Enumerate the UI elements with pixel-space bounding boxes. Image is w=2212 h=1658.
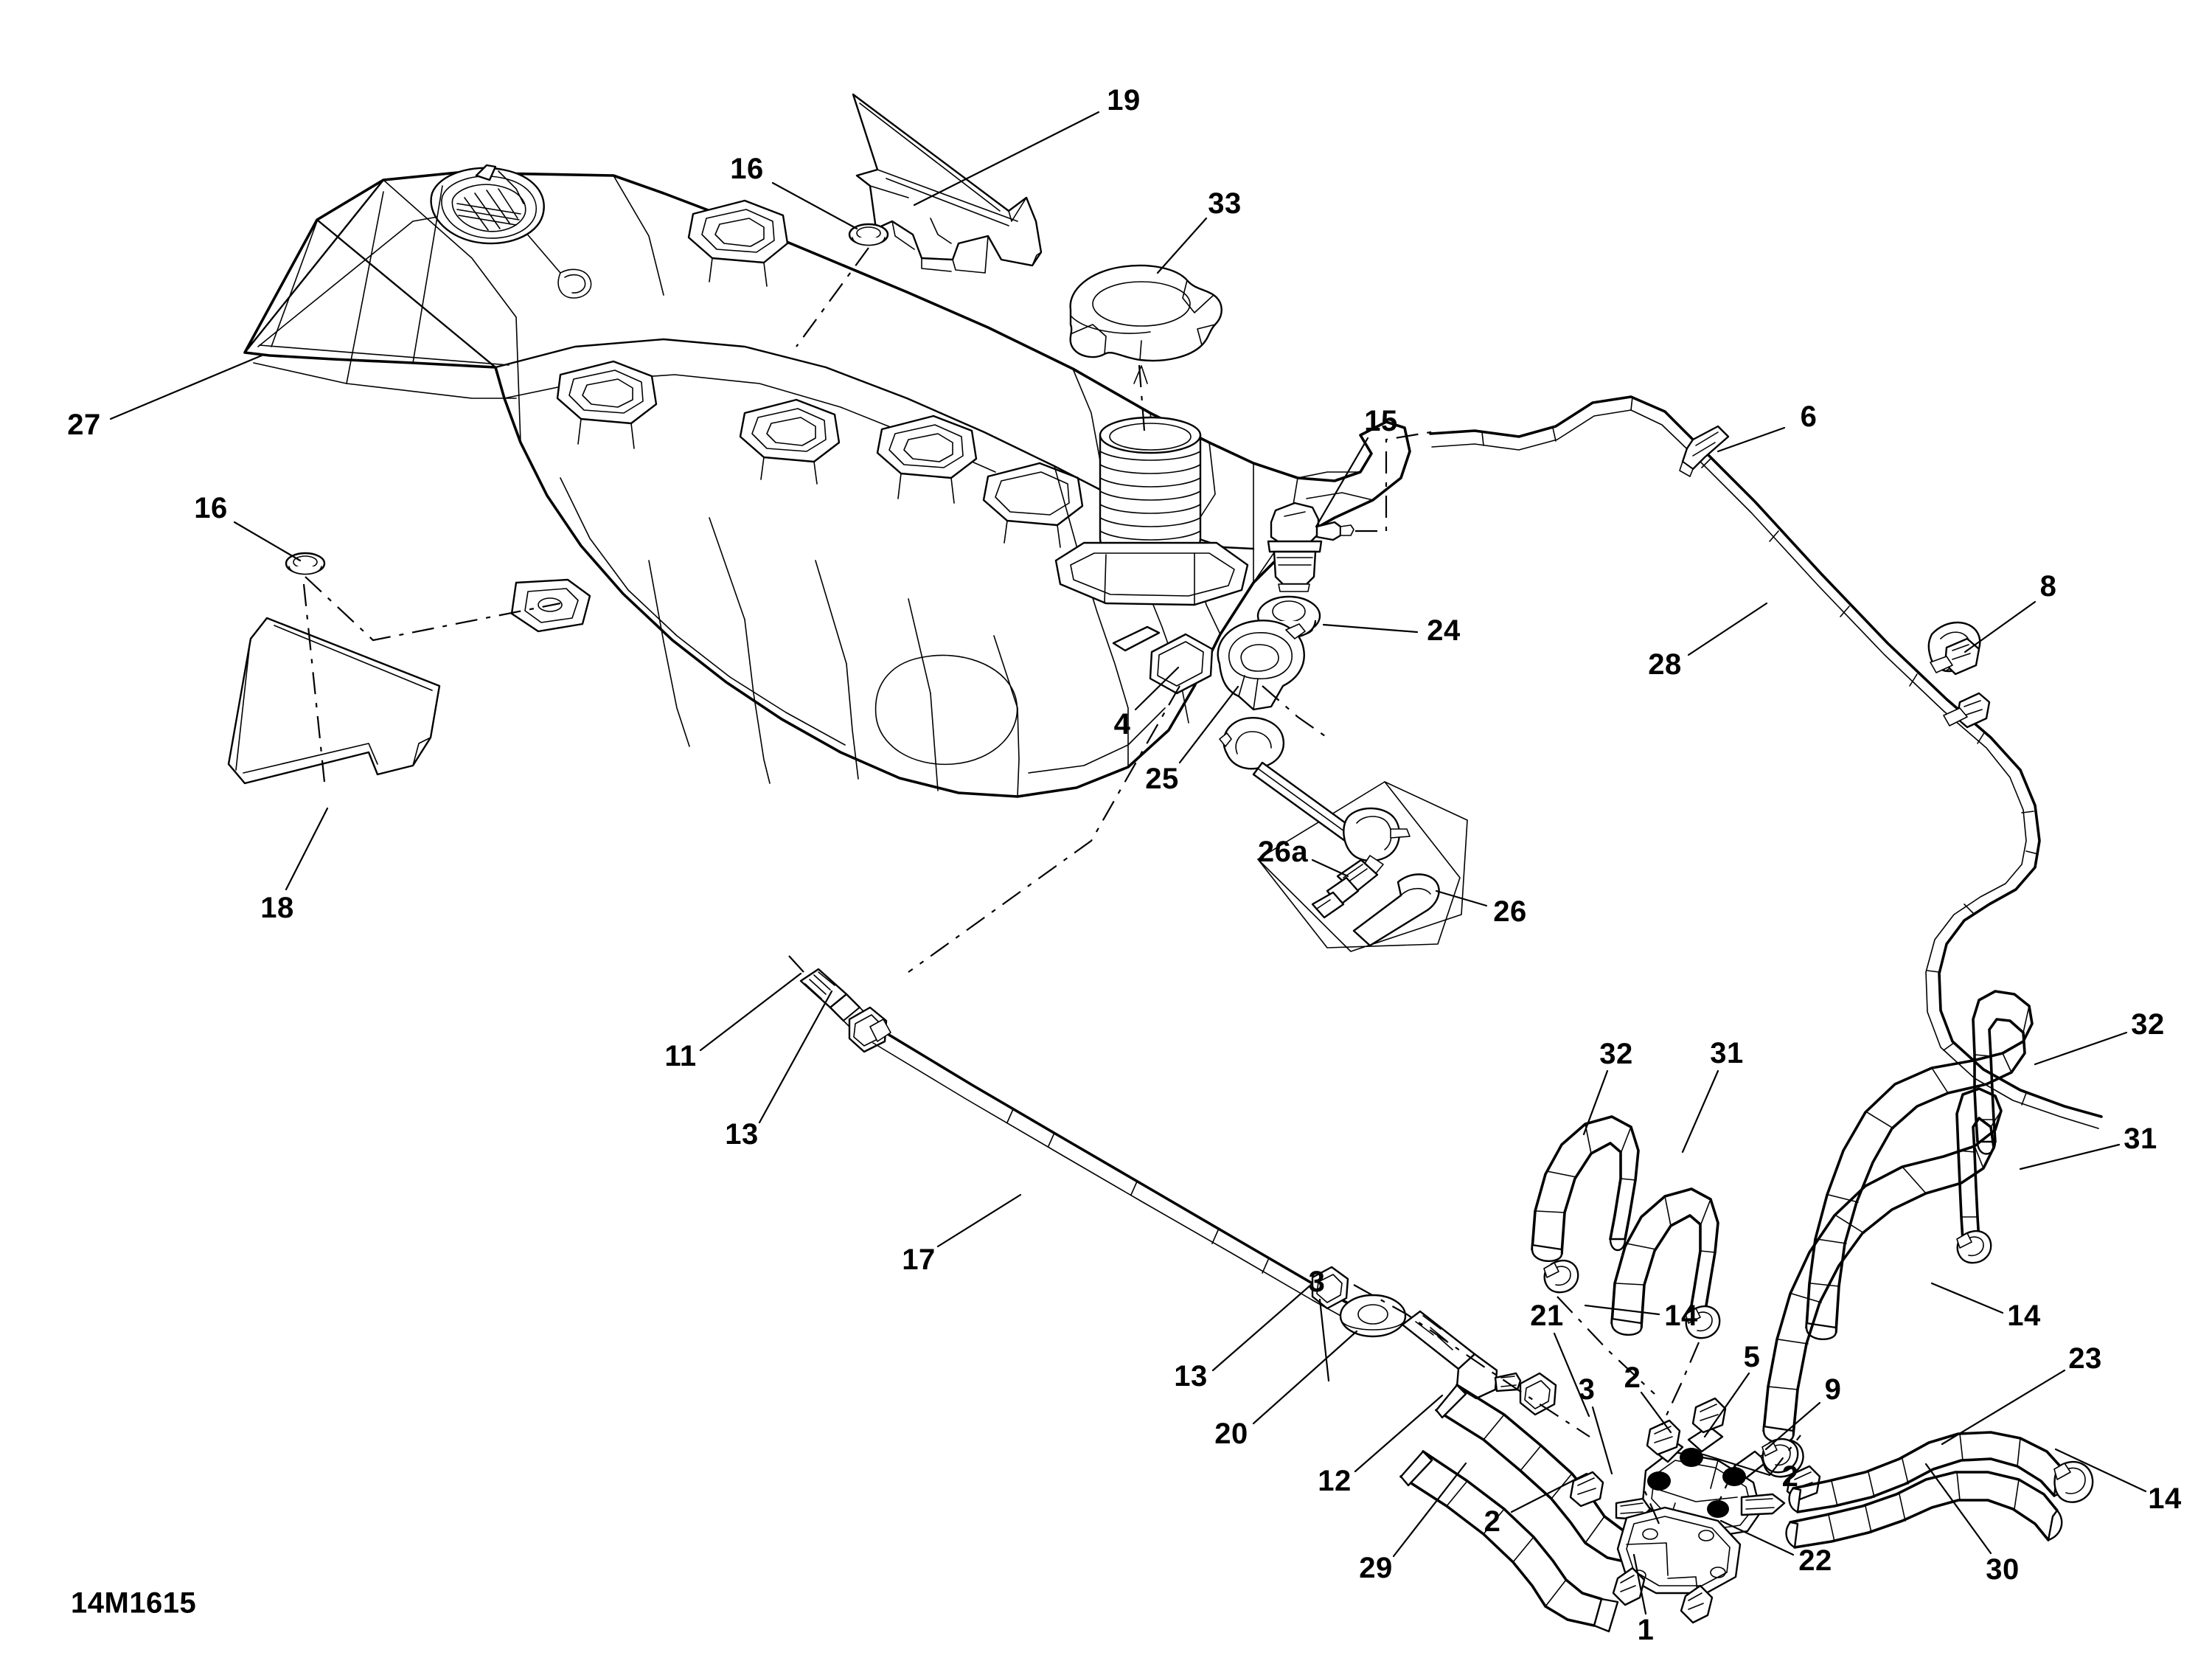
callout-number: 5 [1743,1341,1761,1373]
callout-number: 18 [260,892,294,924]
assembly-axis-hose-right [1769,1435,1801,1476]
callout-number: 24 [1427,614,1461,647]
callout-number: 6 [1800,400,1818,433]
part-14-clamp-bottom [1761,1437,1799,1474]
callout-number: 33 [1208,187,1242,220]
clamp-c [1569,1471,1604,1508]
part-26-fuel-pump-module [1219,717,1468,952]
callout-number: 2 [1624,1362,1641,1394]
callout-number: 12 [1318,1465,1352,1497]
callout-number: 19 [1107,84,1141,117]
callout-number: 26a [1257,836,1309,868]
drawing-number: 14M1615 [71,1586,197,1620]
part-12-bolt [1401,1310,1522,1400]
assembly-axis-pump-to-tank [908,685,1180,973]
tank-mount-tab-5 [982,462,1084,548]
clamp-b [1691,1397,1727,1434]
part-1-screws [1612,1567,1714,1624]
callout-number: 20 [1214,1418,1248,1450]
callout-number: 23 [2068,1342,2102,1375]
assembly-axis-pump [1262,685,1328,738]
part-14-clamp-right [1956,1229,1992,1264]
part-16-grommet-left [285,552,326,575]
assembly-axis-grommet-left [305,576,561,642]
callout-number: 31 [1710,1037,1744,1069]
part-23-hose [1788,1431,2067,1513]
fuel-filler-neck [1054,416,1249,606]
part-32-hose-right [1805,990,2034,1341]
tank-mount-tab-4 [876,414,978,504]
assembly-axis-grommet-top [796,247,869,347]
callout-number: 9 [1824,1373,1842,1406]
callout-number: 17 [902,1244,936,1276]
callout-number: 27 [67,409,101,441]
tank-mount-tab-3 [739,398,841,485]
callout-leader-lines [109,111,2147,1615]
part-31-hose-right [1762,1087,2003,1444]
callout-number: 25 [1145,763,1179,795]
part-17-fuel-line [869,1019,1351,1318]
part-29-hose [1399,1450,1619,1633]
part-6-clip [1679,425,1730,477]
part-25-pump-flange [1217,620,1306,711]
callout-number: 28 [1648,648,1682,681]
part-16-grommet-top [848,223,889,246]
fuel-tank-body [243,164,1411,798]
assembly-axis-valve [1355,429,1440,533]
callout-number: 15 [1364,405,1398,437]
callout-number: 14 [2148,1482,2182,1515]
part-14-clamp-left [1543,1259,1579,1294]
callout-number: 13 [725,1118,759,1151]
part-13-nut-lower [1311,1266,1349,1310]
assembly-axis-hose-left-b [1661,1342,1700,1426]
callout-number: 16 [194,492,228,524]
clamp-a [1646,1419,1681,1456]
part-33-fuel-cap [1069,264,1222,362]
callout-number: 21 [1530,1300,1564,1332]
callout-number: 13 [1174,1360,1208,1392]
callout-number: 16 [730,153,764,185]
assembly-axis-bracket-a [1643,1489,1660,1525]
callout-number: 31 [2124,1123,2157,1155]
assembly-axis-cap [1138,364,1146,431]
part-18-side-panel [227,617,441,785]
callout-number: 8 [2039,570,2057,603]
part-15-check-valve [1267,502,1354,592]
callout-number: 2 [1484,1505,1501,1538]
tank-mount-tab-1 [687,199,789,287]
callout-number: 29 [1359,1552,1393,1584]
callout-number: 22 [1798,1544,1832,1577]
callout-number: 14 [2007,1300,2041,1332]
part-19-deflector [852,93,1043,274]
callout-number: 32 [2131,1008,2165,1041]
assembly-axis-panel-18 [302,583,326,783]
part-20-washer [1339,1294,1407,1338]
part-31-hose-left [1610,1187,1721,1339]
assembly-axis-bolt [1353,1284,1590,1437]
callout-number: 3 [1308,1266,1326,1298]
assembly-axis-bracket-b [1711,1474,1732,1517]
callout-number: 4 [1113,708,1131,740]
part-14-clamp-hose23 [2053,1460,2094,1503]
callout-number: 26 [1493,895,1527,928]
callout-number: 30 [1986,1553,2020,1586]
callout-number: 2 [1781,1460,1799,1493]
tank-mount-tab-2 [556,360,658,449]
callout-number: 32 [1599,1038,1633,1070]
part-3-nut-right [1519,1372,1557,1416]
callout-number: 1 [1637,1614,1655,1646]
callout-number: 11 [664,1040,697,1072]
part-4-gasket [1112,625,1214,695]
assembly-axis-fitting [788,955,804,973]
part-32-hose-left [1531,1115,1640,1263]
callout-number: 14 [1664,1300,1698,1332]
callout-number: 3 [1578,1373,1596,1406]
part-30-hose [1785,1471,2063,1549]
